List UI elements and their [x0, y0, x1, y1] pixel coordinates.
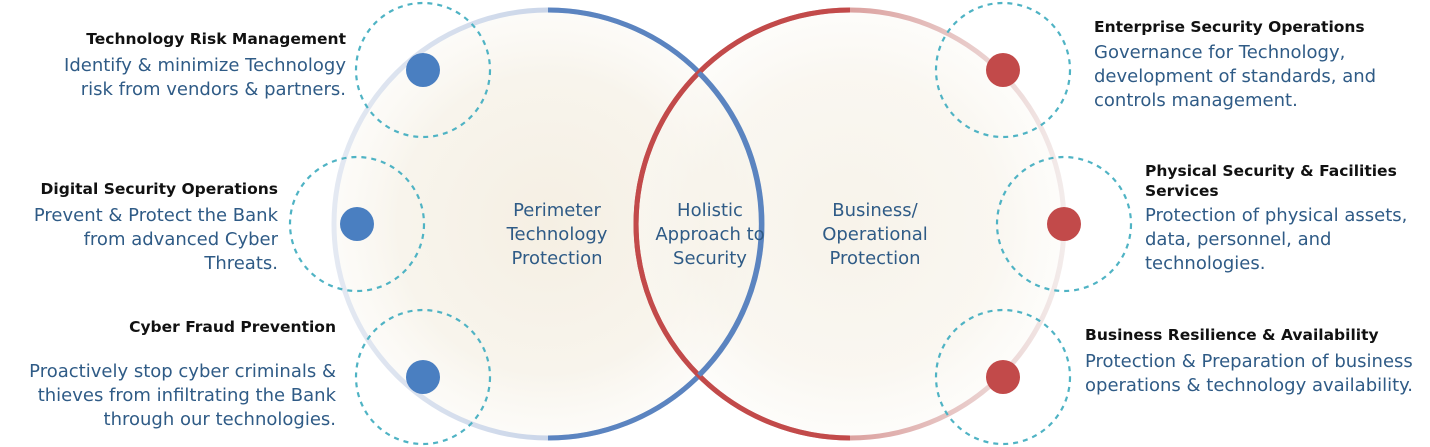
- right-item-physical-security: Physical Security & Facilities Services …: [1145, 161, 1425, 276]
- dashed-ring-3-right: [934, 308, 1072, 446]
- blue-dot-icon: [340, 207, 374, 241]
- left-venn-label-text: Perimeter Technology Protection: [506, 200, 608, 269]
- item-description: Identify & minimize Technology risk from…: [64, 55, 346, 100]
- blue-dot-icon: [406, 53, 440, 87]
- right-item-business-resilience: Business Resilience & Availability Prote…: [1085, 325, 1415, 398]
- dashed-ring-2-right: [995, 155, 1133, 293]
- dashed-ring-1-right: [934, 1, 1072, 139]
- item-description: Governance for Technology, development o…: [1094, 42, 1377, 111]
- center-venn-label-text: Holistic Approach to Security: [655, 200, 765, 269]
- item-title: Digital Security Operations: [40, 180, 278, 198]
- blue-dot-icon: [406, 360, 440, 394]
- item-description: Protection & Preparation of business ope…: [1085, 351, 1413, 396]
- item-description: Protection of physical assets, data, per…: [1145, 205, 1408, 274]
- item-title: Enterprise Security Operations: [1094, 18, 1365, 36]
- right-item-enterprise-security: Enterprise Security Operations Governanc…: [1094, 17, 1420, 113]
- right-venn-label: Business/ Operational Protection: [800, 199, 950, 271]
- item-title: Business Resilience & Availability: [1085, 326, 1379, 344]
- left-item-technology-risk: Technology Risk Management Identify & mi…: [40, 29, 346, 102]
- left-item-cyber-fraud: Cyber Fraud Prevention Proactively stop …: [10, 317, 336, 432]
- right-venn-label-text: Business/ Operational Protection: [822, 200, 928, 269]
- dashed-ring-1-left: [354, 1, 492, 139]
- left-venn-label: Perimeter Technology Protection: [482, 199, 632, 271]
- dashed-ring-2-left: [288, 155, 426, 293]
- right-circle-left-arc: [633, 7, 851, 441]
- dashed-ring-3-left: [354, 308, 492, 446]
- item-description: Proactively stop cyber criminals & thiev…: [29, 361, 336, 430]
- item-title: Cyber Fraud Prevention: [129, 318, 336, 336]
- left-item-digital-security: Digital Security Operations Prevent & Pr…: [10, 179, 278, 276]
- item-title: Physical Security & Facilities Services: [1145, 162, 1397, 200]
- red-dot-icon: [986, 360, 1020, 394]
- item-title: Technology Risk Management: [86, 30, 346, 48]
- overlap-blue-arc: [697, 71, 764, 377]
- item-description: Prevent & Protect the Bank from advanced…: [33, 205, 278, 274]
- red-dot-icon: [986, 53, 1020, 87]
- red-dot-icon: [1047, 207, 1081, 241]
- center-venn-label: Holistic Approach to Security: [644, 199, 776, 271]
